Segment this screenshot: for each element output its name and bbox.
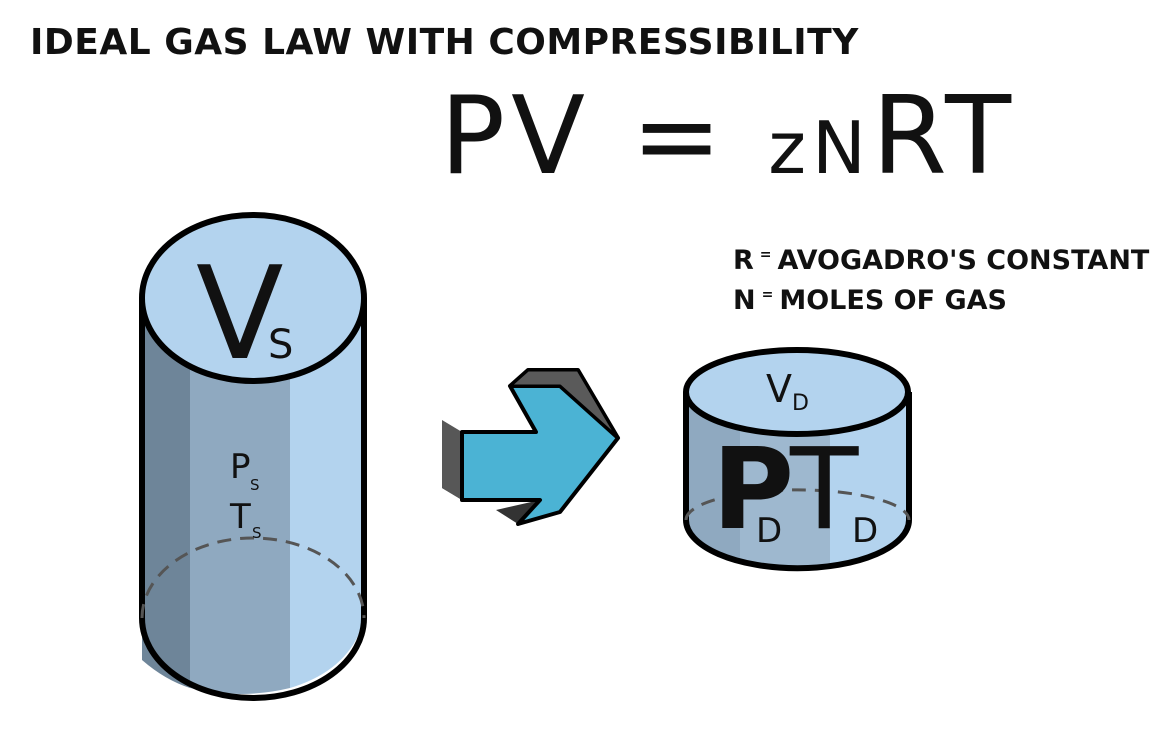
legend-item-r: R = AVOGADRO'S CONSTANT <box>733 238 1149 278</box>
gas-law-equation: PV = zNRT <box>440 77 1017 197</box>
legend-text: MOLES OF GAS <box>779 285 1007 316</box>
right-pressure-symbol: P <box>712 425 794 555</box>
arrow-side-left <box>442 420 462 500</box>
eq-compressibility: z <box>768 106 813 190</box>
transition-arrow <box>442 368 620 526</box>
diagram-title: IDEAL GAS LAW WITH COMPRESSIBILITY <box>30 22 859 63</box>
eq-moles: N <box>812 106 872 190</box>
right-cylinder-body-light <box>830 392 909 565</box>
legend-symbol: N <box>733 285 756 316</box>
right-cylinder-hidden-base <box>684 488 911 521</box>
right-temperature-subscript: D <box>852 511 878 551</box>
left-volume-subscript: S <box>268 322 293 368</box>
left-temperature-symbol: T <box>229 497 251 537</box>
left-cylinder-top <box>139 212 367 384</box>
legend-item-n: N = MOLES OF GAS <box>733 278 1149 318</box>
legend-sep: = <box>759 247 772 263</box>
right-volume-symbol: V <box>766 367 792 411</box>
legend-symbol: R <box>733 245 754 276</box>
legend-text: AVOGADRO'S CONSTANT <box>777 245 1150 276</box>
left-pressure-symbol: P <box>230 447 251 487</box>
left-cylinder-outline <box>139 298 367 701</box>
left-volume-symbol: V <box>196 240 284 389</box>
eq-temperature: T <box>945 74 1018 199</box>
legend: R=AVOGADRO'S CONSTANT N=MOLES OF GAS <box>733 238 1149 318</box>
right-pressure-subscript: D <box>756 511 782 551</box>
right-cylinder-body-dark <box>686 392 740 560</box>
eq-equals: = <box>631 74 728 199</box>
arrow-face <box>460 384 620 526</box>
legend-sep: = <box>761 287 774 303</box>
right-volume-subscript: D <box>792 391 809 416</box>
eq-gas-constant: R <box>871 74 946 199</box>
right-cylinder-outline <box>683 392 912 572</box>
left-cylinder: V S P S T S <box>139 212 367 701</box>
left-pressure-subscript: S <box>250 476 260 494</box>
left-cylinder-body-mid <box>190 298 290 694</box>
eq-volume: V <box>511 74 592 199</box>
left-cylinder-body-dark <box>142 298 190 688</box>
arrow-top-face <box>508 368 620 440</box>
left-temperature-subscript: S <box>252 524 262 542</box>
right-temperature-symbol: T <box>789 425 859 555</box>
eq-pressure: P <box>440 74 512 199</box>
left-cylinder-body-light <box>290 298 364 688</box>
left-cylinder-hidden-base <box>140 536 366 619</box>
right-cylinder-top <box>683 347 911 437</box>
right-cylinder: V D P D T D <box>683 347 912 572</box>
